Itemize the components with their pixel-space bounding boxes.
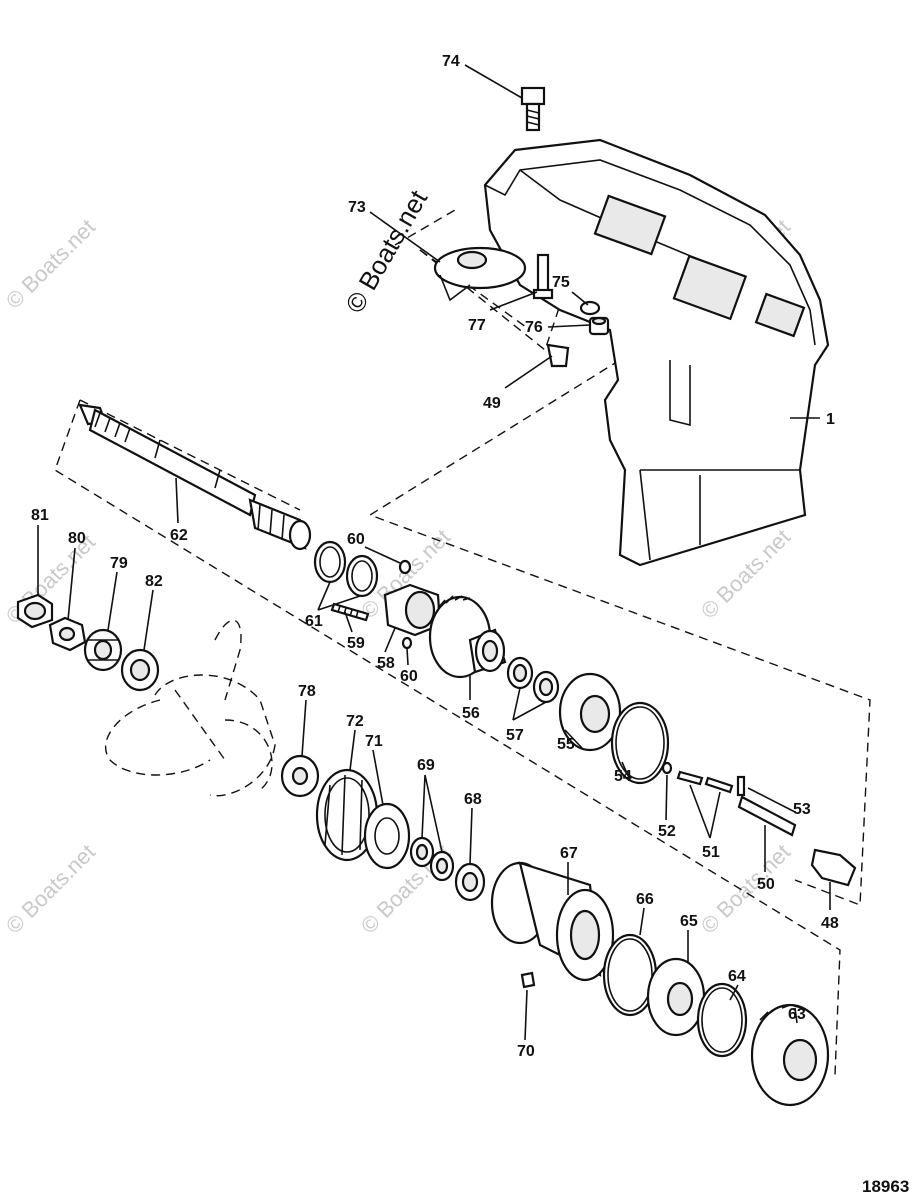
part-71-retainer <box>363 802 411 870</box>
label-63: 63 <box>788 1006 806 1023</box>
part-60-pin <box>398 559 412 575</box>
part-70-key <box>520 971 536 989</box>
part-49-insert <box>546 343 570 368</box>
label-77: 77 <box>468 317 486 334</box>
part-56-reverse-gear <box>428 595 507 679</box>
watermark: © Boats.net <box>1 214 100 313</box>
label-67: 67 <box>560 845 578 862</box>
part-55-bearing <box>558 672 622 752</box>
leader-lines <box>37 64 831 1041</box>
part-48-actuator <box>810 848 857 887</box>
part-67-bearing-carrier <box>490 861 615 982</box>
label-60-top: 60 <box>347 531 365 548</box>
label-56: 56 <box>462 705 480 722</box>
label-65: 65 <box>680 913 698 930</box>
label-73: 73 <box>348 199 366 216</box>
part-65-bearing <box>646 957 706 1037</box>
label-49: 49 <box>483 395 501 412</box>
label-59: 59 <box>347 635 365 652</box>
label-80: 80 <box>68 530 86 547</box>
part-51-springs <box>676 770 734 794</box>
label-79: 79 <box>110 555 128 572</box>
part-68-bearing <box>454 862 486 902</box>
part-63-forward-gear <box>750 1003 830 1107</box>
label-81: 81 <box>31 507 49 524</box>
label-64: 64 <box>728 968 746 985</box>
part-79-thrust-hub <box>83 628 123 672</box>
part-62-propeller-shaft <box>78 403 312 551</box>
label-68: 68 <box>464 791 482 808</box>
part-73-trim-tab <box>433 246 527 302</box>
label-72: 72 <box>346 713 364 730</box>
label-78: 78 <box>298 683 316 700</box>
label-69: 69 <box>417 757 435 774</box>
part-52-detent-ball <box>661 761 673 775</box>
label-82: 82 <box>145 573 163 590</box>
label-54: 54 <box>614 768 632 785</box>
part-78-thrust-washer <box>280 754 320 798</box>
part-labels: 74 73 77 75 76 49 1 62 81 80 79 82 60 61… <box>31 53 909 1196</box>
label-53: 53 <box>793 801 811 818</box>
label-66: 66 <box>636 891 654 908</box>
label-60-bottom: 60 <box>400 668 418 685</box>
part-53-pin <box>736 775 746 797</box>
label-48: 48 <box>821 915 839 932</box>
part-74-bolt <box>520 86 546 132</box>
part-1-gear-housing <box>483 138 830 567</box>
part-61-retaining-rings <box>313 540 379 598</box>
label-76: 76 <box>525 319 543 336</box>
label-58: 58 <box>377 655 395 672</box>
drawing-number: 18963 <box>862 1177 909 1196</box>
label-57: 57 <box>506 727 524 744</box>
watermark: © Boats.net <box>1 839 100 938</box>
part-57-bearings <box>506 656 560 704</box>
label-62: 62 <box>170 527 188 544</box>
label-1: 1 <box>826 411 835 428</box>
part-81-prop-nut <box>16 593 54 629</box>
part-80-tab-washer <box>48 616 87 652</box>
label-55: 55 <box>557 736 575 753</box>
label-52: 52 <box>658 823 676 840</box>
label-75: 75 <box>552 274 570 291</box>
label-74: 74 <box>442 53 460 70</box>
part-54-o-ring <box>610 701 670 785</box>
label-51: 51 <box>702 844 720 861</box>
part-76-nut <box>588 316 610 336</box>
part-60-pin-lower <box>401 636 413 650</box>
part-75-washer <box>579 300 601 316</box>
label-50: 50 <box>757 876 775 893</box>
label-61: 61 <box>305 613 323 630</box>
propeller-outline <box>104 619 276 797</box>
part-64-shim <box>696 982 748 1058</box>
part-50-cam-follower <box>737 795 797 837</box>
part-59-spring <box>330 602 370 622</box>
label-71: 71 <box>365 733 383 750</box>
label-70: 70 <box>517 1043 535 1060</box>
part-82-tab-washer <box>120 648 160 692</box>
